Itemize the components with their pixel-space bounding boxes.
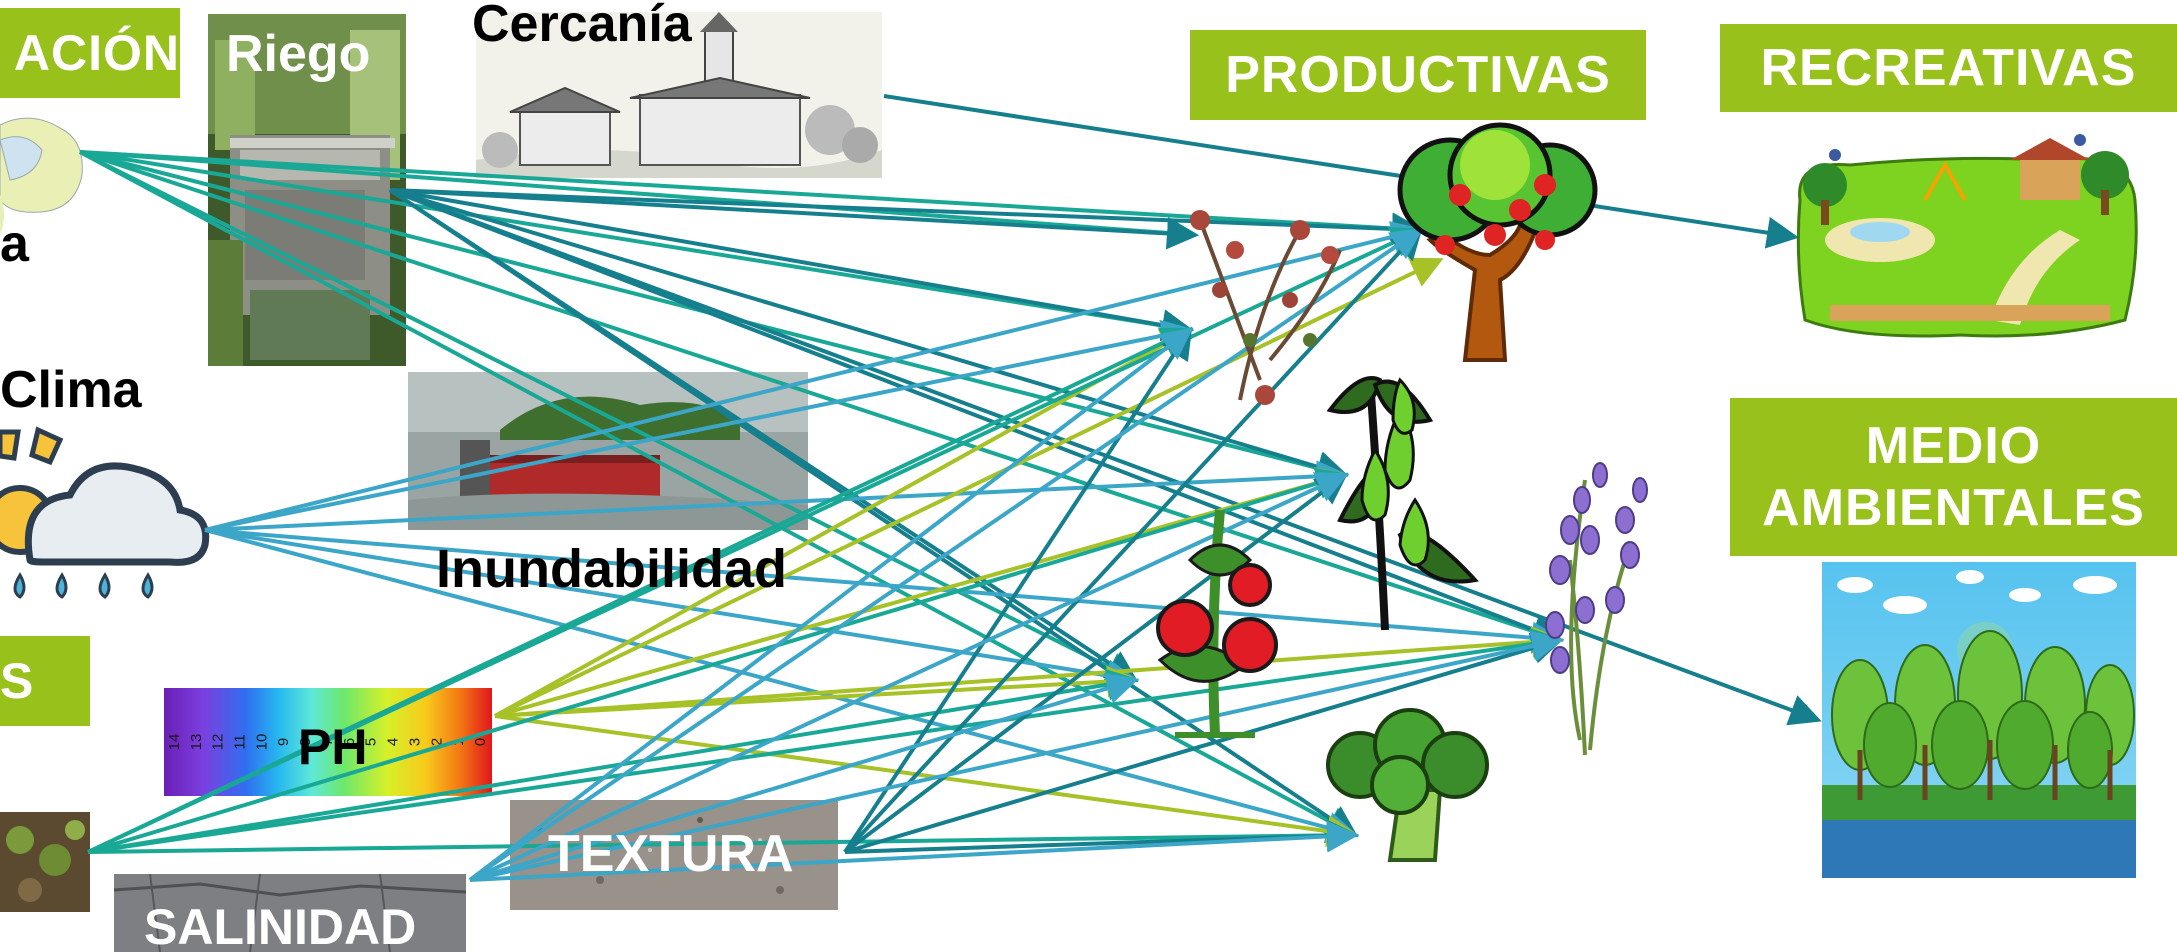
relation-arrow: [204, 460, 1349, 532]
relation-arrow: [494, 328, 1194, 718]
relation-arrow: [843, 472, 1349, 854]
relation-arrow: [87, 668, 1139, 854]
relation-arrow: [204, 319, 1194, 532]
relation-arrow: [389, 188, 1194, 341]
relation-arrow: [87, 628, 1564, 854]
relation-arrow: [494, 467, 1349, 718]
relation-arrow: [204, 221, 1424, 532]
relation-arrow: [468, 227, 1424, 882]
park-icon: [1796, 134, 2138, 338]
relation-arrow: [469, 672, 1139, 882]
thyme-icon: [1190, 210, 1342, 405]
relation-arrow: [79, 150, 1194, 342]
salinity-photo: [113, 873, 467, 952]
ph-scale-tick: 5: [363, 738, 380, 746]
salinidad-label: SALINIDAD: [144, 899, 417, 952]
relation-arrow: [79, 150, 1199, 249]
relation-arrow: [494, 665, 1139, 718]
medio-ambientales-header: MEDIO AMBIENTALES: [1730, 398, 2177, 556]
relation-arrow: [843, 227, 1423, 854]
relation-arrow: [204, 528, 1139, 692]
village-icon: [476, 12, 882, 178]
weather-icon: [0, 426, 210, 599]
ph-scale-tick: 4: [385, 738, 402, 746]
tree-icon: [1397, 122, 1598, 362]
relation-arrow: [469, 472, 1349, 882]
relation-arrow: [494, 626, 1564, 718]
ph-scale-tick: 10: [253, 734, 270, 751]
relation-arrow: [79, 150, 1564, 647]
map-icon: [0, 117, 83, 235]
relation-arrow: [389, 188, 1564, 645]
relation-arrow: [87, 819, 1359, 854]
ph-scale-tick: 8: [297, 738, 314, 746]
ph-scale-tick: 13: [188, 734, 205, 751]
pepper-plant-icon: [1326, 376, 1479, 631]
productivas-header: PRODUCTIVAS: [1190, 30, 1646, 120]
relation-arrow: [494, 257, 1444, 718]
ph-scale-tick: 0: [472, 738, 489, 746]
ubicacion-header: ACIÓN: [0, 8, 180, 98]
relation-arrow: [469, 820, 1359, 882]
soil-photo: [0, 812, 90, 912]
broccoli-icon: [1326, 708, 1489, 862]
tomato-plant-icon: [1156, 509, 1278, 738]
riego-label: Riego: [226, 25, 371, 83]
clima-label: Clima: [0, 361, 142, 419]
left-bottom-header: S: [0, 636, 90, 726]
relation-arrow: [388, 188, 1359, 838]
relation-arrow: [389, 188, 1424, 245]
lavender-icon: [1545, 462, 1648, 756]
textura-label: TEXTURA: [548, 825, 794, 883]
forest-icon: [1822, 562, 2136, 878]
relation-arrow: [469, 630, 1564, 882]
relation-arrow: [389, 188, 1199, 250]
ph-scale-tick: 14: [166, 734, 183, 751]
relation-arrows: [79, 94, 1822, 882]
map-label: a: [0, 215, 29, 273]
relation-arrow: [204, 528, 1564, 654]
ph-scale-tick: 11: [232, 734, 249, 750]
relation-arrow: [87, 227, 1424, 854]
ph-label: PH: [298, 719, 368, 775]
ph-scale-tick: 3: [406, 738, 423, 746]
recreativas-header: RECREATIVAS: [1720, 24, 2177, 112]
relation-arrow: [844, 632, 1564, 854]
ph-scale-tick: 9: [275, 738, 292, 746]
relation-arrow: [468, 327, 1194, 882]
cercania-label: Cercanía: [472, 0, 692, 53]
relation-arrow: [494, 714, 1359, 848]
ph-scale-tick: 6: [341, 738, 358, 746]
medio-ambientales-line1: MEDIO: [1865, 417, 2042, 475]
relation-arrow: [389, 188, 1349, 483]
ph-scale-tick: 12: [210, 734, 227, 751]
relation-arrow: [79, 150, 1359, 837]
medio-ambientales-line2: AMBIENTALES: [1762, 479, 2145, 537]
relation-arrow: [843, 326, 1193, 854]
inundabilidad-label: Inundabilidad: [436, 539, 787, 599]
relation-arrow: [883, 94, 1799, 249]
ph-scale-tick: 2: [428, 738, 445, 746]
relation-arrow: [204, 528, 1359, 844]
relation-arrow: [87, 467, 1349, 854]
relation-arrow: [389, 188, 1822, 726]
